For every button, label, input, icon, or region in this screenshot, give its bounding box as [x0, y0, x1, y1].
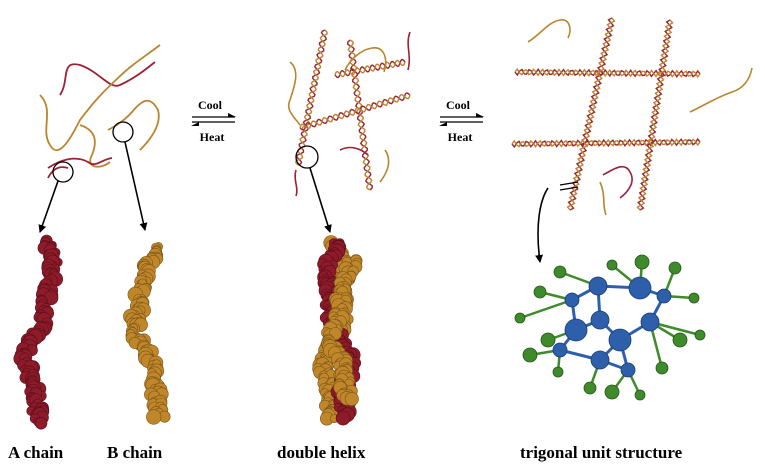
outer-atom — [514, 312, 526, 324]
outer-atom — [672, 332, 688, 348]
center-atom — [552, 342, 568, 358]
helix-grid-network — [511, 17, 701, 211]
label-trigonal-unit-structure: trigonal unit structure — [520, 443, 683, 462]
center-atom — [590, 310, 610, 330]
outer-atom — [688, 292, 700, 304]
center-atom — [656, 288, 672, 304]
center-atom — [608, 328, 632, 352]
selection-circle-b — [112, 121, 134, 143]
outer-atom — [552, 366, 564, 378]
helix-strand — [511, 138, 701, 148]
outer-atom — [668, 261, 682, 275]
center-atom — [564, 318, 588, 342]
center-atom — [590, 350, 610, 370]
label-b-chain: B chain — [107, 443, 163, 462]
helix-strand — [347, 39, 373, 191]
helix-strand — [636, 19, 674, 211]
arrow-to-b-chain — [124, 141, 148, 231]
arrow-to-trigonal — [535, 187, 549, 263]
arrow-to-double-helix — [309, 167, 332, 233]
trigonal-unit-model — [514, 254, 706, 401]
helix-strand — [299, 93, 411, 130]
arrow-to-a-chain — [38, 180, 59, 233]
label-double-helix: double helix — [277, 443, 366, 462]
heat-label-2: Heat — [448, 130, 473, 144]
cool-label-1: Cool — [198, 98, 223, 112]
outer-atom — [606, 259, 618, 271]
helix-strand — [514, 67, 701, 79]
equilibrium-arrow-1: Cool Heat — [191, 98, 236, 144]
selection-circle-a — [52, 161, 74, 183]
outer-atom — [553, 265, 567, 279]
helix-strand — [334, 59, 406, 78]
a-chain-molecule — [13, 234, 63, 430]
center-atom — [628, 276, 652, 300]
heat-label-1: Heat — [200, 130, 225, 144]
outer-atom — [604, 384, 620, 400]
loose-strands-2 — [287, 31, 411, 197]
outer-atom — [583, 381, 597, 395]
helix-strand — [566, 17, 616, 211]
center-atom — [640, 312, 660, 332]
random-coil-strands — [39, 44, 161, 179]
loose-strands-3 — [527, 19, 753, 216]
center-atom — [564, 292, 580, 308]
outer-atom — [540, 332, 556, 348]
selection-circle-helix — [295, 145, 319, 169]
b-chain-molecule — [123, 242, 171, 425]
atom-bead — [146, 409, 162, 425]
atom-bead — [344, 391, 359, 406]
cool-label-2: Cool — [446, 98, 471, 112]
atom-bead — [34, 417, 48, 430]
outer-atom — [634, 254, 650, 270]
outer-atom — [655, 361, 669, 375]
atom-bead — [335, 410, 351, 426]
double-helix-molecule — [312, 235, 363, 426]
break-mark — [559, 181, 579, 191]
helix-strands — [295, 29, 411, 191]
outer-atom — [634, 389, 646, 401]
outer-atom — [522, 347, 538, 363]
equilibrium-arrow-2: Cool Heat — [439, 98, 484, 144]
center-atom — [620, 362, 636, 378]
helix-strand — [295, 29, 328, 166]
outer-atom — [533, 285, 547, 299]
label-a-chain: A chain — [8, 443, 64, 462]
outer-atom — [694, 329, 706, 341]
bond — [519, 298, 573, 320]
center-atom — [588, 276, 608, 296]
